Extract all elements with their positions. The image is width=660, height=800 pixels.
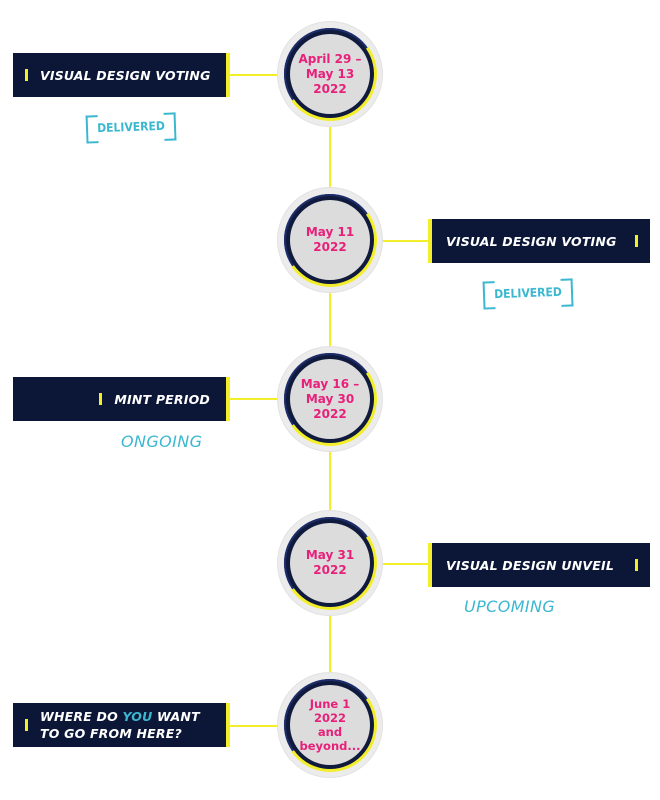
- accent-mark: [635, 235, 638, 247]
- milestone-date-2: May 11 2022: [305, 225, 355, 254]
- milestone-date-4: May 31 2022: [305, 548, 355, 577]
- milestone-card-4: VISUAL DESIGN UNVEIL: [428, 543, 650, 587]
- accent-mark: [25, 719, 28, 731]
- status-text-3: ONGOING: [121, 432, 203, 451]
- status-text-4: UPCOMING: [464, 597, 556, 616]
- milestone-label-4: VISUAL DESIGN UNVEIL: [446, 557, 614, 573]
- milestone-node-1: April 29 – May 13 2022: [278, 22, 382, 126]
- status-text-2: DELIVERED: [493, 284, 563, 302]
- milestone-node-5: June 1 2022 and beyond...: [278, 673, 382, 777]
- connector-3: [230, 398, 290, 400]
- milestone-date-1: April 29 – May 13 2022: [298, 51, 362, 96]
- highlight-you: YOU: [122, 709, 153, 724]
- connector-2: [370, 240, 432, 242]
- connector-5: [230, 725, 290, 727]
- milestone-label-2: VISUAL DESIGN VOTING: [446, 233, 617, 249]
- milestone-date-3: May 16 – May 30 2022: [300, 376, 360, 421]
- accent-mark: [25, 69, 28, 81]
- connector-1: [230, 74, 290, 76]
- milestone-card-2: VISUAL DESIGN VOTING: [428, 219, 650, 263]
- milestone-date-5: June 1 2022 and beyond...: [299, 697, 361, 753]
- status-stamp-1: DELIVERED: [85, 112, 177, 144]
- status-stamp-2: DELIVERED: [482, 278, 574, 310]
- milestone-card-1: VISUAL DESIGN VOTING: [13, 53, 230, 97]
- milestone-node-3: May 16 – May 30 2022: [278, 347, 382, 451]
- milestone-card-5: WHERE DO YOU WANT TO GO FROM HERE?: [13, 703, 230, 747]
- milestone-label-1: VISUAL DESIGN VOTING: [40, 67, 211, 83]
- milestone-node-2: May 11 2022: [278, 188, 382, 292]
- milestone-label-5: WHERE DO YOU WANT TO GO FROM HERE?: [40, 709, 200, 741]
- accent-mark: [99, 393, 103, 405]
- accent-mark: [635, 559, 638, 571]
- milestone-node-4: May 31 2022: [278, 511, 382, 615]
- milestone-label-3: MINT PERIOD: [114, 391, 210, 407]
- milestone-card-3: MINT PERIOD: [13, 377, 230, 421]
- connector-4: [370, 563, 432, 565]
- status-text-1: DELIVERED: [96, 118, 166, 136]
